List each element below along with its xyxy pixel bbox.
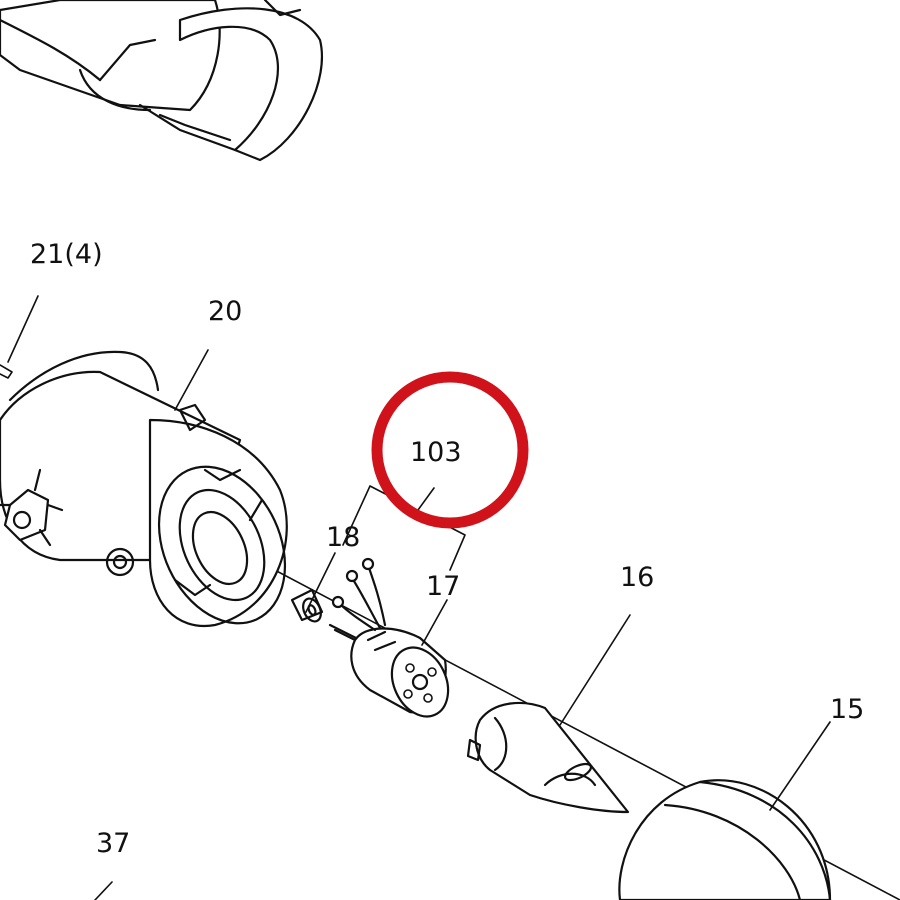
part-17-motor [328, 557, 450, 718]
part-label-37: 37 [96, 828, 130, 859]
highlight-circle [371, 371, 529, 529]
part-label-20: 20 [208, 296, 242, 327]
part-label-15: 15 [830, 694, 864, 725]
part-16-nose-cone [466, 702, 630, 814]
leader-21 [7, 295, 39, 363]
part-20-housing [0, 350, 288, 628]
part-label-18: 18 [326, 522, 360, 553]
screw-21-icon [0, 364, 13, 379]
leader-20 [174, 349, 209, 411]
leader-18 [305, 552, 336, 613]
leader-103 [417, 487, 435, 511]
leader-37 [94, 881, 113, 900]
part-label-21: 21(4) [30, 239, 103, 270]
upper-housing-part [0, 0, 323, 162]
part-label-103: 103 [410, 437, 462, 468]
leader-17 [421, 599, 448, 646]
leader-15 [769, 721, 831, 811]
part-label-16: 16 [620, 562, 654, 593]
leader-16 [559, 614, 631, 726]
part-label-17: 17 [426, 571, 460, 602]
part-15-sleeve [618, 779, 832, 900]
